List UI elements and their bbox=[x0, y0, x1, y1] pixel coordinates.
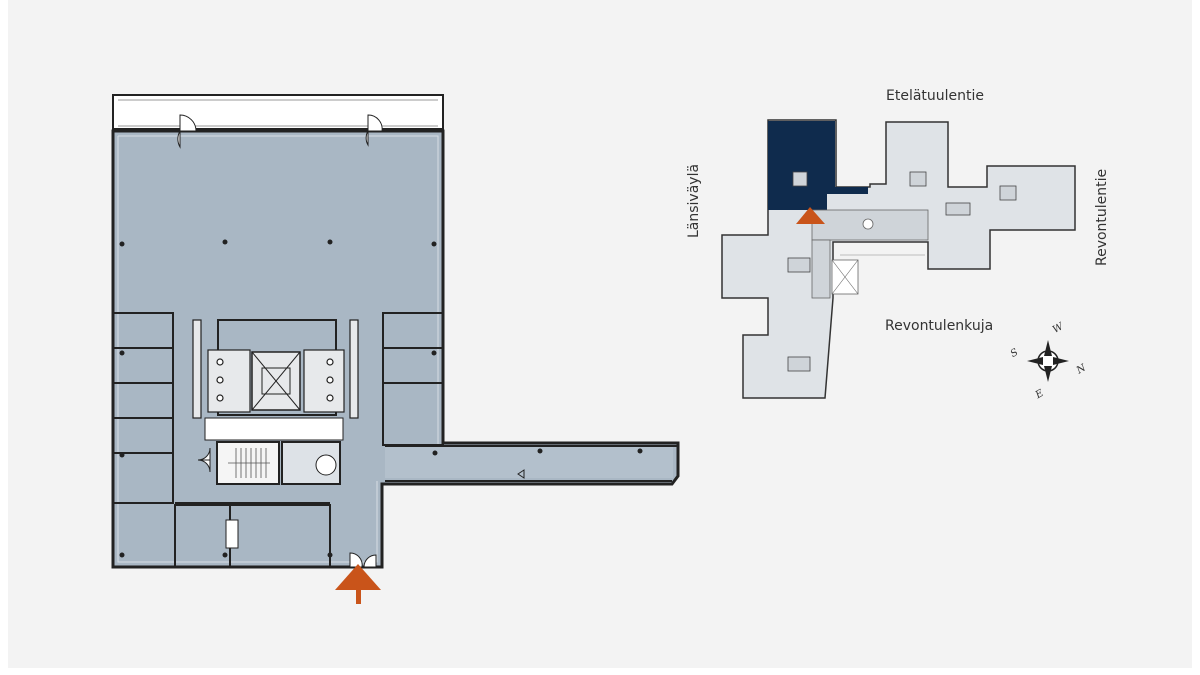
highlighted-space bbox=[768, 121, 868, 210]
corridor bbox=[385, 446, 673, 478]
balcony bbox=[112, 94, 444, 130]
site-map bbox=[721, 119, 1076, 399]
stairs-icon bbox=[228, 448, 270, 478]
door-swing-icon bbox=[177, 114, 383, 568]
corridor-marker-icon bbox=[517, 469, 525, 479]
entrance-arrow-icon bbox=[335, 564, 381, 604]
street-label-south: Revontulenkuja bbox=[885, 318, 994, 334]
street-label-west: Länsiväylä bbox=[686, 163, 702, 238]
right-rooms bbox=[382, 312, 444, 446]
site-entrance-arrow-icon bbox=[796, 207, 825, 224]
restrooms-right bbox=[303, 349, 345, 413]
compass-rose-icon bbox=[1027, 340, 1069, 382]
street-label-east: Revontulentie bbox=[1094, 168, 1110, 266]
left-rooms bbox=[112, 312, 174, 504]
restrooms-left bbox=[207, 349, 251, 413]
columns bbox=[119, 239, 643, 558]
street-label-north: Etelätuulentie bbox=[886, 88, 985, 104]
